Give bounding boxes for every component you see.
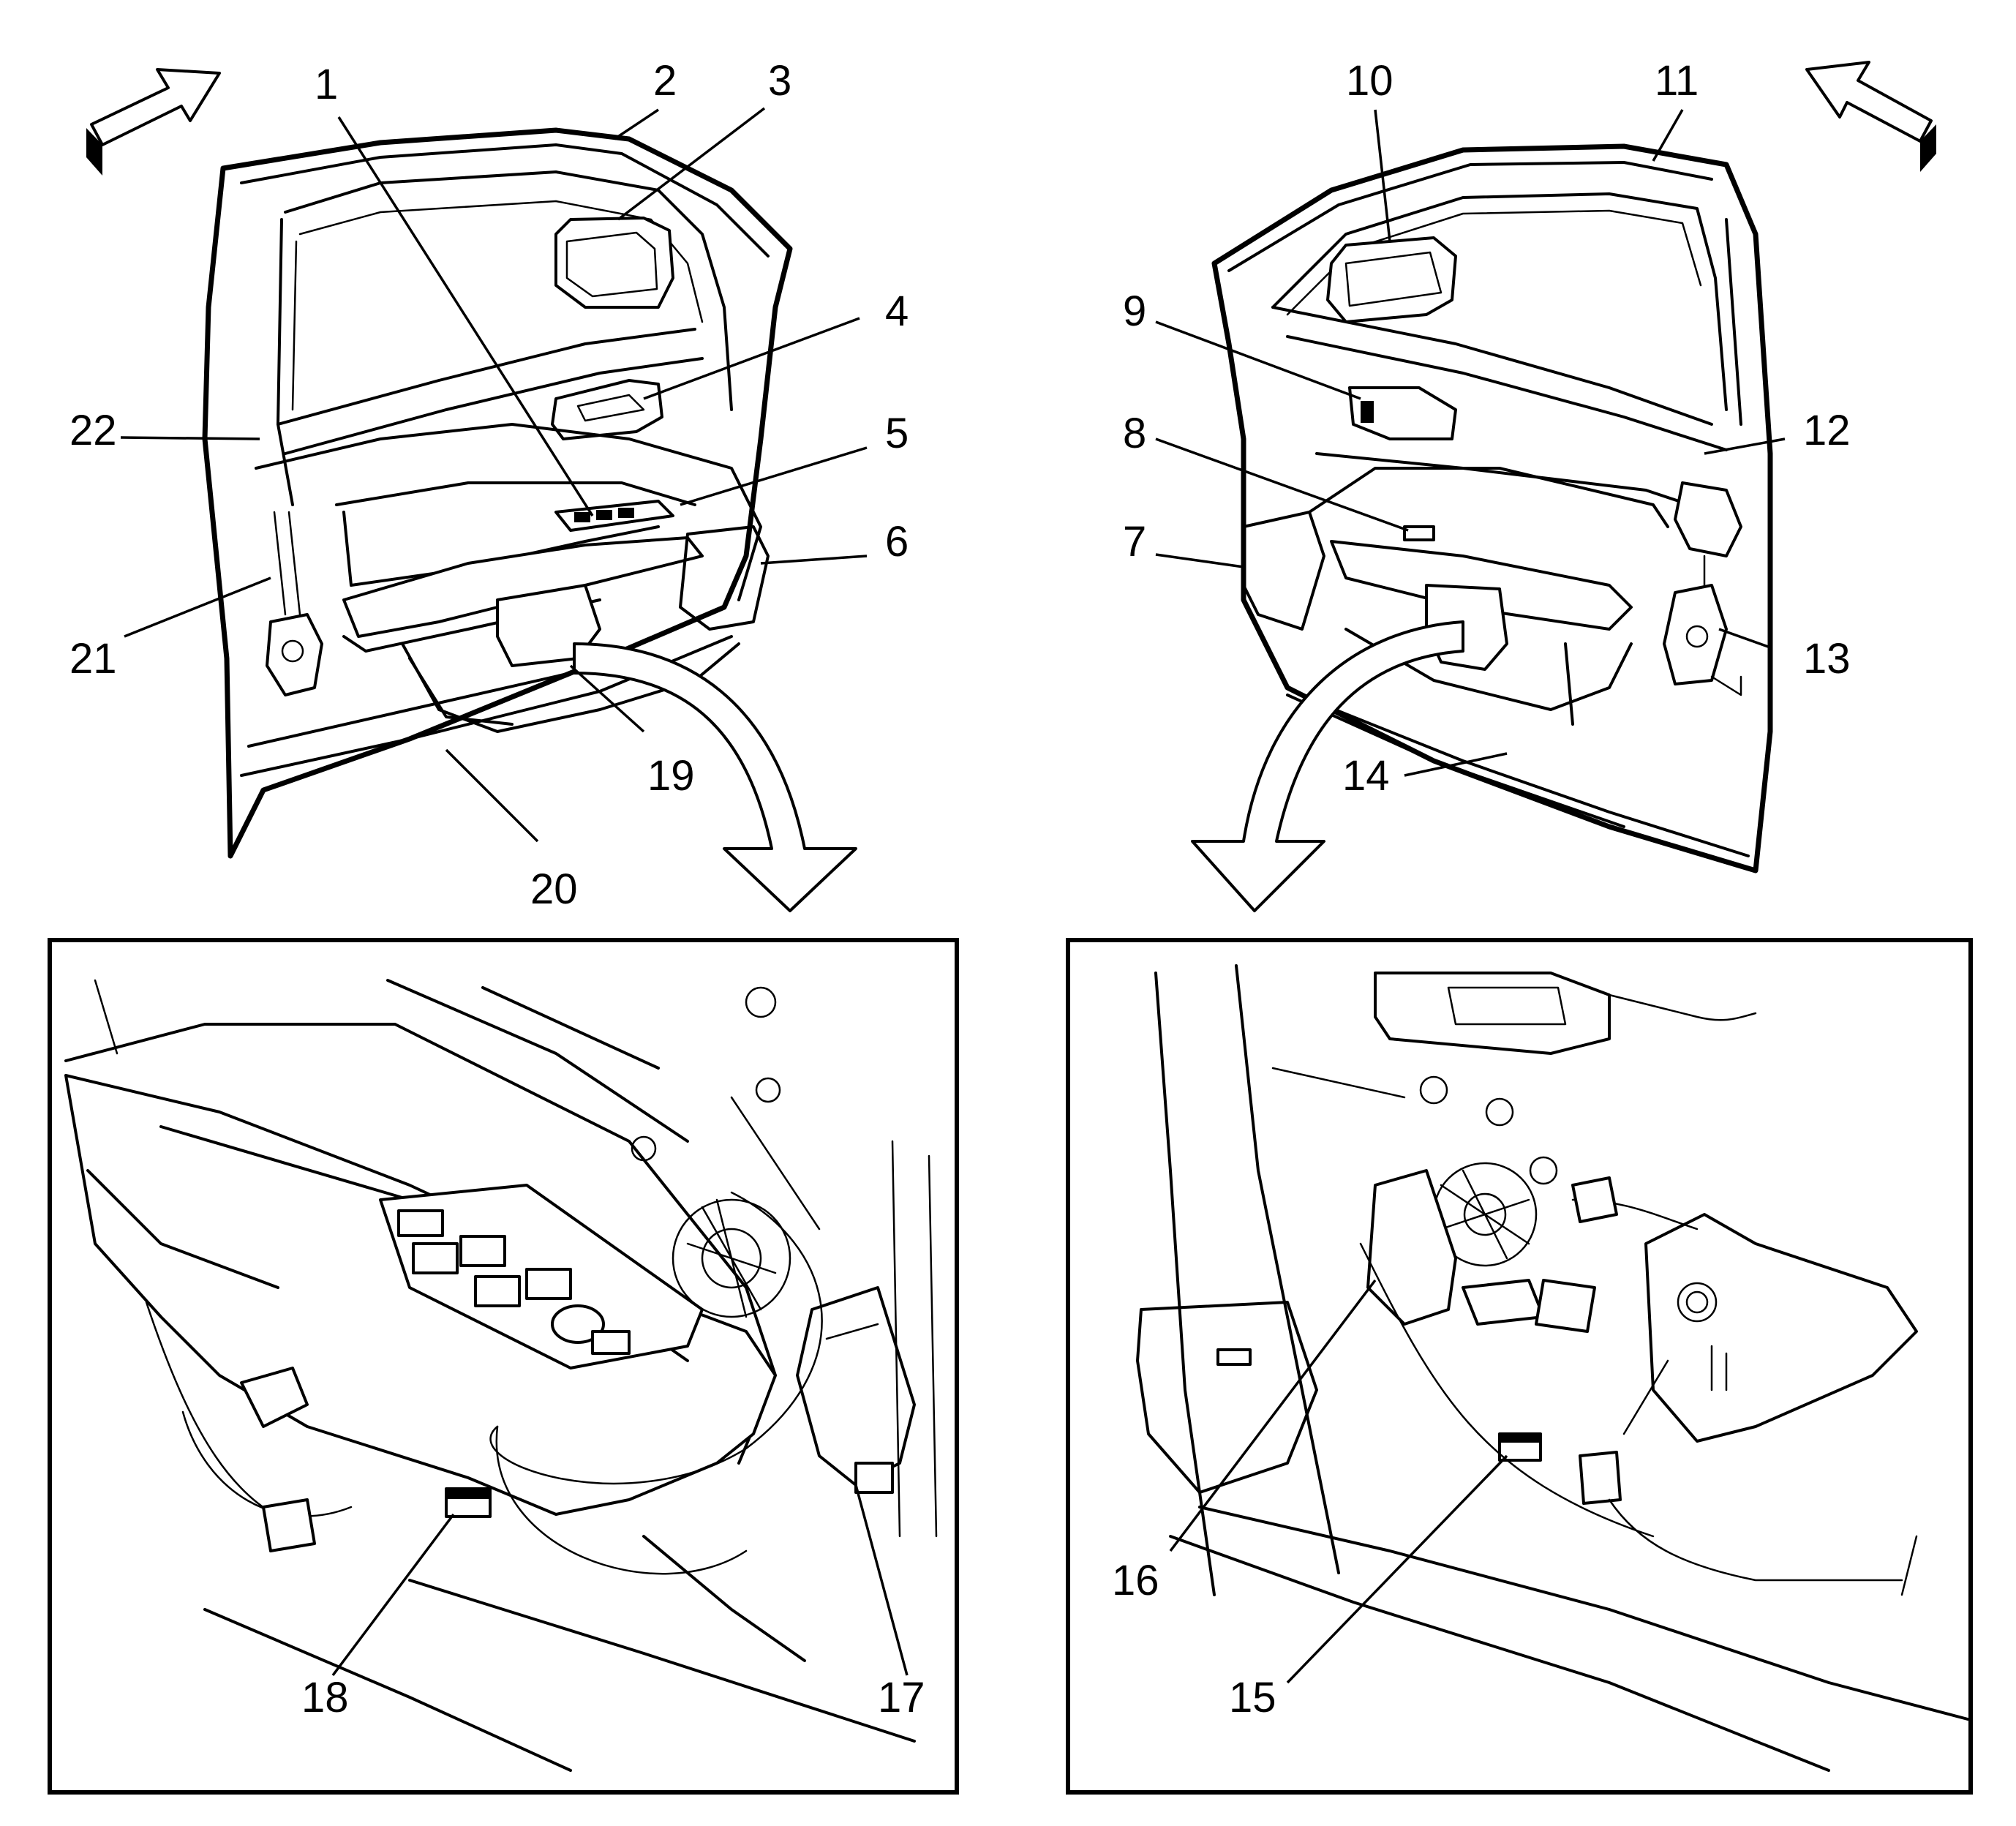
- callout-labels: 1 2 3 4 5 6 7 8 9 10 11 12 13 14 15 16 1…: [69, 57, 1851, 1721]
- detail-left: [64, 979, 938, 1772]
- interior-handle: [1348, 386, 1457, 440]
- callout-11: 11: [1655, 57, 1699, 105]
- callout-2: 2: [653, 57, 677, 105]
- callout-10: 10: [1346, 57, 1393, 105]
- detail-frame-left: [48, 938, 959, 1795]
- callout-17: 17: [878, 1674, 925, 1721]
- left-latch: [266, 511, 323, 696]
- callout-1: 1: [315, 61, 338, 108]
- callout-20: 20: [530, 865, 578, 913]
- right-door: [1211, 143, 1773, 873]
- forward-arrow-icon: [1805, 61, 1936, 172]
- right-latch: [1663, 481, 1742, 696]
- window-switch-bank: [554, 500, 674, 532]
- callout-15: 15: [1229, 1674, 1276, 1721]
- mirror: [1326, 236, 1457, 323]
- mirror: [554, 217, 674, 309]
- curved-down-arrow-icon: [1191, 620, 1464, 912]
- callout-5: 5: [885, 410, 909, 457]
- curved-down-arrow-icon: [573, 642, 857, 912]
- callout-3: 3: [768, 57, 791, 105]
- callout-7: 7: [1123, 518, 1146, 566]
- detail-frame-right: [1066, 938, 1973, 1795]
- callout-19: 19: [647, 752, 695, 800]
- callout-14: 14: [1342, 752, 1390, 800]
- detail-right: [1136, 964, 1968, 1772]
- callout-16: 16: [1112, 1557, 1159, 1604]
- callout-13: 13: [1803, 635, 1851, 683]
- leader-lines: [120, 107, 1786, 1684]
- callout-12: 12: [1803, 407, 1851, 454]
- callout-8: 8: [1123, 410, 1146, 457]
- callout-18: 18: [301, 1674, 349, 1721]
- forward-arrow-icon: [86, 68, 221, 176]
- interior-handle: [551, 379, 663, 440]
- left-door: [202, 127, 793, 859]
- callout-4: 4: [885, 288, 909, 335]
- callout-21: 21: [69, 635, 117, 683]
- callout-22: 22: [69, 407, 117, 454]
- callout-9: 9: [1123, 288, 1146, 335]
- callout-6: 6: [885, 518, 909, 566]
